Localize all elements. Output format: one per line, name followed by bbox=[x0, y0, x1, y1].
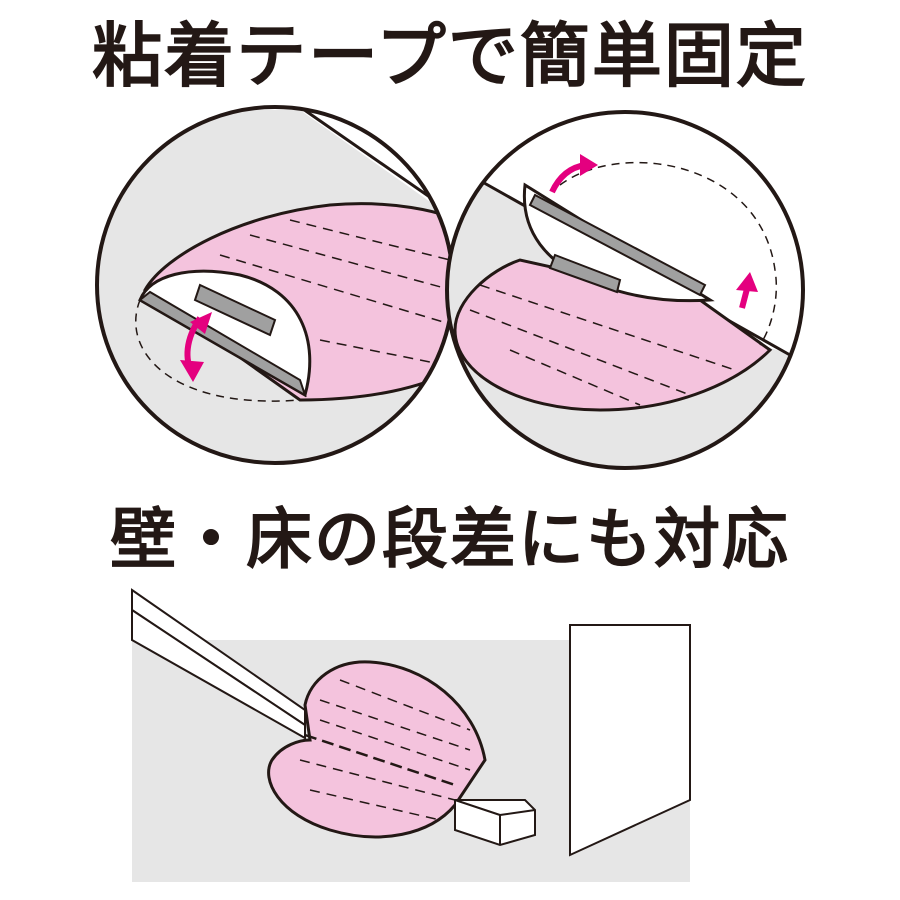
right-circle-detail-icon bbox=[445, 110, 805, 470]
heading-step-support: 壁・床の段差にも対応 bbox=[110, 501, 790, 578]
bottom-step-scene-icon bbox=[131, 588, 691, 882]
left-circle-detail-icon bbox=[95, 105, 455, 465]
heading-adhesive-tape: 粘着テープで簡単固定 bbox=[92, 15, 808, 97]
